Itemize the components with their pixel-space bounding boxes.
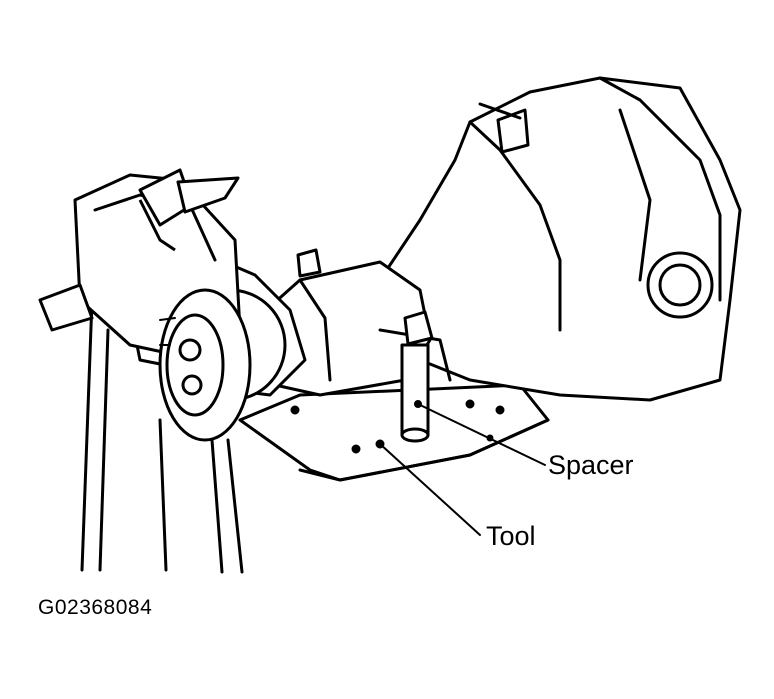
companion-flange	[158, 288, 252, 442]
mounting-plate-tool	[238, 383, 550, 482]
stand-frame	[80, 298, 244, 574]
spacer-leader-line	[417, 403, 546, 466]
leader-lines	[379, 400, 546, 536]
tool-leader-line	[379, 443, 481, 536]
differential-housing	[378, 76, 742, 402]
spacer-leader-dot	[414, 400, 422, 408]
spacer	[296, 248, 434, 443]
tool-callout-label: Tool	[486, 521, 536, 551]
figure-id: G02368084	[38, 596, 153, 619]
spacer-callout-label: Spacer	[548, 450, 634, 480]
